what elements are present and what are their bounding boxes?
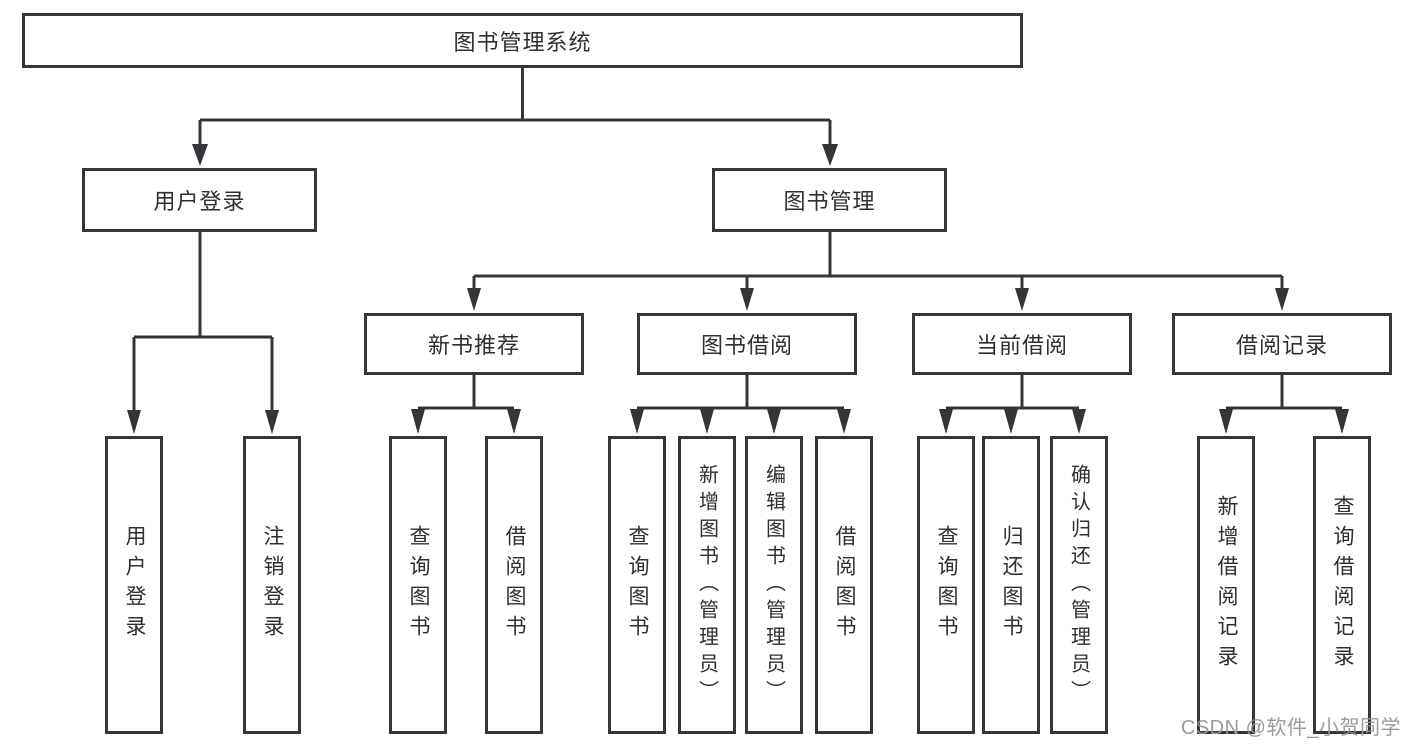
node-label: 图书管理系统 <box>453 29 592 55</box>
leaf-edit-book-admin: 编辑图书（管理员） <box>745 436 803 734</box>
leaf-label: 查询图书 <box>407 525 430 645</box>
leaf-confirm-return-admin: 确认归还（管理员） <box>1050 436 1108 734</box>
leaf-label: 归还图书 <box>1000 525 1023 645</box>
leaf-query-books-recommend: 查询图书 <box>389 436 447 734</box>
node-book-management: 图书管理 <box>712 168 947 232</box>
node-new-book-recommend: 新书推荐 <box>364 313 584 375</box>
leaf-user-login: 用户登录 <box>105 436 163 734</box>
leaf-label: 查询借阅记录 <box>1331 495 1354 675</box>
leaf-label: 注销登录 <box>261 525 284 645</box>
leaf-label: 查询图书 <box>626 525 649 645</box>
leaf-query-borrow-record: 查询借阅记录 <box>1313 436 1371 734</box>
leaf-query-books-current: 查询图书 <box>917 436 975 734</box>
node-label: 图书管理 <box>783 189 876 214</box>
leaf-borrow-books: 借阅图书 <box>815 436 873 734</box>
node-book-borrow: 图书借阅 <box>637 313 857 375</box>
leaf-label: 新增图书（管理员） <box>695 463 718 707</box>
leaf-borrow-books-recommend: 借阅图书 <box>485 436 543 734</box>
leaf-query-books-borrow: 查询图书 <box>608 436 666 734</box>
node-label: 新书推荐 <box>427 333 520 358</box>
node-label: 用户登录 <box>153 189 246 214</box>
leaf-label: 编辑图书（管理员） <box>762 463 785 707</box>
leaf-return-books: 归还图书 <box>982 436 1040 734</box>
node-current-borrow: 当前借阅 <box>912 313 1132 375</box>
node-library-management-system: 图书管理系统 <box>22 13 1023 68</box>
leaf-logout: 注销登录 <box>243 436 301 734</box>
leaf-label: 新增借阅记录 <box>1215 495 1238 675</box>
leaf-label: 借阅图书 <box>833 525 856 645</box>
node-label: 当前借阅 <box>975 333 1068 358</box>
leaf-add-book-admin: 新增图书（管理员） <box>678 436 736 734</box>
node-borrow-records: 借阅记录 <box>1172 313 1392 375</box>
arrowheads <box>127 144 1349 434</box>
leaf-label: 确认归还（管理员） <box>1067 463 1090 707</box>
node-label: 图书借阅 <box>700 333 793 358</box>
leaf-label: 查询图书 <box>935 525 958 645</box>
leaf-add-borrow-record: 新增借阅记录 <box>1197 436 1255 734</box>
leaf-label: 用户登录 <box>123 525 146 645</box>
leaf-label: 借阅图书 <box>503 525 526 645</box>
node-label: 借阅记录 <box>1235 333 1328 358</box>
node-user-login: 用户登录 <box>82 168 317 232</box>
